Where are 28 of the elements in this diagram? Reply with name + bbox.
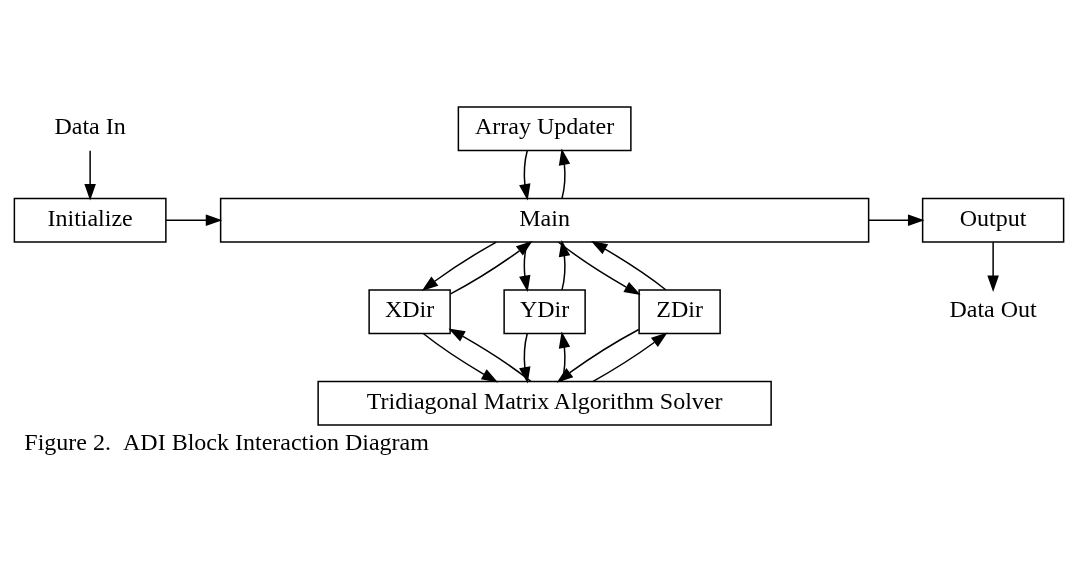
caption: Figure 2. ADI Block Interaction Diagram [24, 429, 429, 456]
arrow [590, 240, 667, 291]
arrow [557, 241, 641, 296]
arrow [558, 148, 571, 200]
node-box: YDir [503, 289, 586, 335]
node-box: Main [219, 197, 870, 243]
node-box: Output [921, 197, 1065, 243]
arrow [592, 332, 668, 383]
node-box: Tridiagonal Matrix Algorithm Solver [317, 380, 772, 426]
arrow [519, 241, 531, 293]
node-box: ZDir [638, 289, 721, 335]
arrow [448, 328, 532, 382]
arrow [165, 214, 223, 227]
arrow [558, 240, 571, 291]
arrow [449, 240, 533, 295]
arrow [519, 333, 531, 384]
arrow [84, 150, 96, 201]
node-box: Array Updater [457, 106, 632, 152]
arrow [987, 241, 999, 293]
node-text: Data In [54, 113, 126, 140]
node-text: Data Out [949, 296, 1037, 323]
arrow [421, 241, 498, 292]
node-box: XDir [368, 289, 451, 335]
arrow [422, 333, 499, 383]
arrow [519, 150, 531, 201]
arrow [868, 214, 925, 227]
node-box: Initialize [13, 197, 167, 243]
arrow [558, 331, 571, 383]
